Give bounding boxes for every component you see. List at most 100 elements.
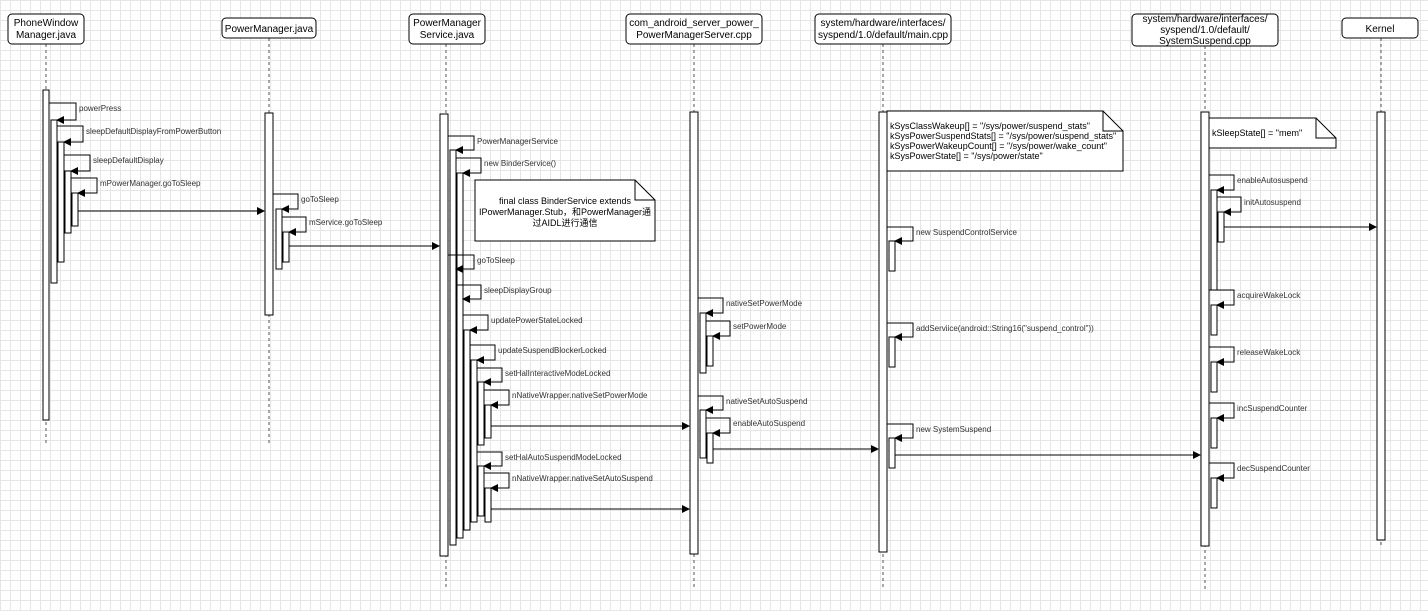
self-message-arrow: [463, 314, 489, 334]
message-label: PowerManagerService: [477, 137, 558, 146]
note-text: kSysPowerState[] = "/sys/power/state": [890, 151, 1043, 161]
participant-label: PowerManager: [413, 18, 481, 29]
participant-box: [7, 13, 85, 45]
message-label: setHalInteractiveModeLocked: [505, 369, 610, 378]
activation-bar: [470, 359, 478, 523]
participant-label: Manager.java: [16, 30, 76, 41]
activation-bar: [699, 312, 707, 374]
message-label: nNativeWrapper.nativeSetAutoSuspend: [512, 474, 653, 483]
note-text: final class BinderService extends: [499, 196, 632, 206]
activation-bar: [71, 192, 79, 227]
activation-bar: [1210, 189, 1218, 291]
participant-box: [625, 13, 763, 45]
message-label: nNativeWrapper.nativeSetPowerMode: [512, 391, 648, 400]
activation-bar: [1210, 477, 1218, 509]
self-message-arrow: [477, 367, 503, 386]
self-message-arrow: [273, 193, 299, 213]
participant-box: [1341, 17, 1419, 39]
participant-box: [814, 13, 952, 45]
self-message-arrow: [477, 451, 503, 470]
activation-bar: [456, 172, 464, 539]
note-binder-service: [474, 179, 656, 242]
participant-label: syspend/1.0/default/: [1160, 25, 1250, 36]
self-message-arrow: [1209, 174, 1235, 194]
self-message-arrow: [706, 320, 731, 340]
self-message-arrow: [49, 102, 77, 124]
self-message-arrow: [64, 154, 91, 175]
activation-bar: [484, 404, 492, 439]
activation-bar: [878, 111, 888, 553]
self-message-arrow: [448, 135, 475, 154]
note-sleep-state: [1208, 117, 1337, 149]
activation-bar: [449, 149, 457, 546]
participant-label: PowerManagerServer.cpp: [636, 30, 752, 41]
message-label: powerPress: [79, 104, 121, 113]
activation-bar: [689, 111, 699, 555]
self-message-arrow: [1209, 289, 1235, 309]
message-label: new BinderService(): [484, 159, 556, 168]
note-text: kSysPowerSuspendStats[] = "/sys/power/su…: [890, 131, 1116, 141]
message-label: acquireWakeLock: [1237, 291, 1301, 300]
participant-label: Service.java: [420, 30, 475, 41]
message-label: mService.goToSleep: [309, 218, 383, 227]
activation-bar: [699, 409, 707, 459]
message-label: goToSleep: [477, 256, 515, 265]
self-message-arrow: [484, 472, 510, 492]
activation-bar: [275, 208, 283, 270]
self-message-arrow: [887, 423, 914, 442]
participant-box: [221, 17, 317, 39]
message-label: mPowerManager.goToSleep: [100, 179, 201, 188]
activation-bar: [1210, 304, 1218, 336]
activation-bar: [706, 432, 714, 464]
participant-label: system/hardware/interfaces/: [820, 18, 945, 29]
self-message-arrow: [1209, 402, 1235, 422]
note-text: kSysPowerWakeupCount[] = "/sys/power/wak…: [890, 141, 1107, 151]
self-message-arrow: [698, 297, 724, 317]
message-label: enableAutoSuspend: [733, 419, 805, 428]
message-label: new SystemSuspend: [916, 425, 991, 434]
message-label: sleepDefaultDisplay: [93, 156, 164, 165]
participant-label: PowerManager.java: [225, 24, 314, 35]
participant-label: syspend/1.0/default/main.cpp: [818, 30, 949, 41]
note-text: kSleepState[] = "mem": [1212, 128, 1302, 138]
participant-box: [1131, 13, 1279, 47]
note-fold: [1315, 118, 1336, 139]
activation-bar: [64, 170, 72, 234]
self-message-arrow: [887, 322, 914, 341]
message-label: incSuspendCounter: [1237, 404, 1308, 413]
activation-bar: [477, 381, 485, 446]
activation-bar: [264, 112, 274, 316]
note-fold: [634, 180, 655, 201]
self-message-arrow: [1209, 346, 1235, 366]
activation-bar: [706, 335, 714, 367]
self-message-arrow: [706, 417, 731, 437]
message-label: addServiice(android::String16("suspend_c…: [916, 324, 1094, 333]
participant-label: system/hardware/interfaces/: [1142, 14, 1267, 25]
note-main-paths: [886, 110, 1124, 172]
activation-bar: [282, 231, 290, 263]
message-label: setHalAutoSuspendModeLocked: [505, 453, 622, 462]
participant-label: SystemSuspend.cpp: [1159, 36, 1251, 47]
message-label: sleepDisplayGroup: [484, 286, 552, 295]
participant-label: Kernel: [1366, 24, 1395, 35]
message-label: new SuspendControlService: [916, 228, 1017, 237]
activation-bar: [42, 89, 50, 421]
self-message-arrow: [698, 395, 724, 414]
message-label: initAutosuspend: [1244, 198, 1301, 207]
activation-bar: [484, 487, 492, 523]
activation-bar: [463, 329, 471, 531]
activation-bar: [57, 141, 65, 263]
note-text: IPowerManager.Stub，和PowerManager通: [479, 207, 651, 217]
activation-bar: [439, 113, 449, 557]
message-label: decSuspendCounter: [1237, 464, 1310, 473]
message-label: updateSuspendBlockerLocked: [498, 346, 607, 355]
activation-bar: [1217, 211, 1225, 243]
note-text: 过AIDL进行通信: [532, 217, 597, 228]
self-message-arrow: [448, 254, 475, 273]
self-message-arrow: [456, 284, 482, 303]
activation-bar: [50, 119, 58, 284]
self-message-arrow: [1217, 196, 1242, 216]
message-label: releaseWakeLock: [1237, 348, 1301, 357]
self-message-arrow: [282, 216, 307, 236]
